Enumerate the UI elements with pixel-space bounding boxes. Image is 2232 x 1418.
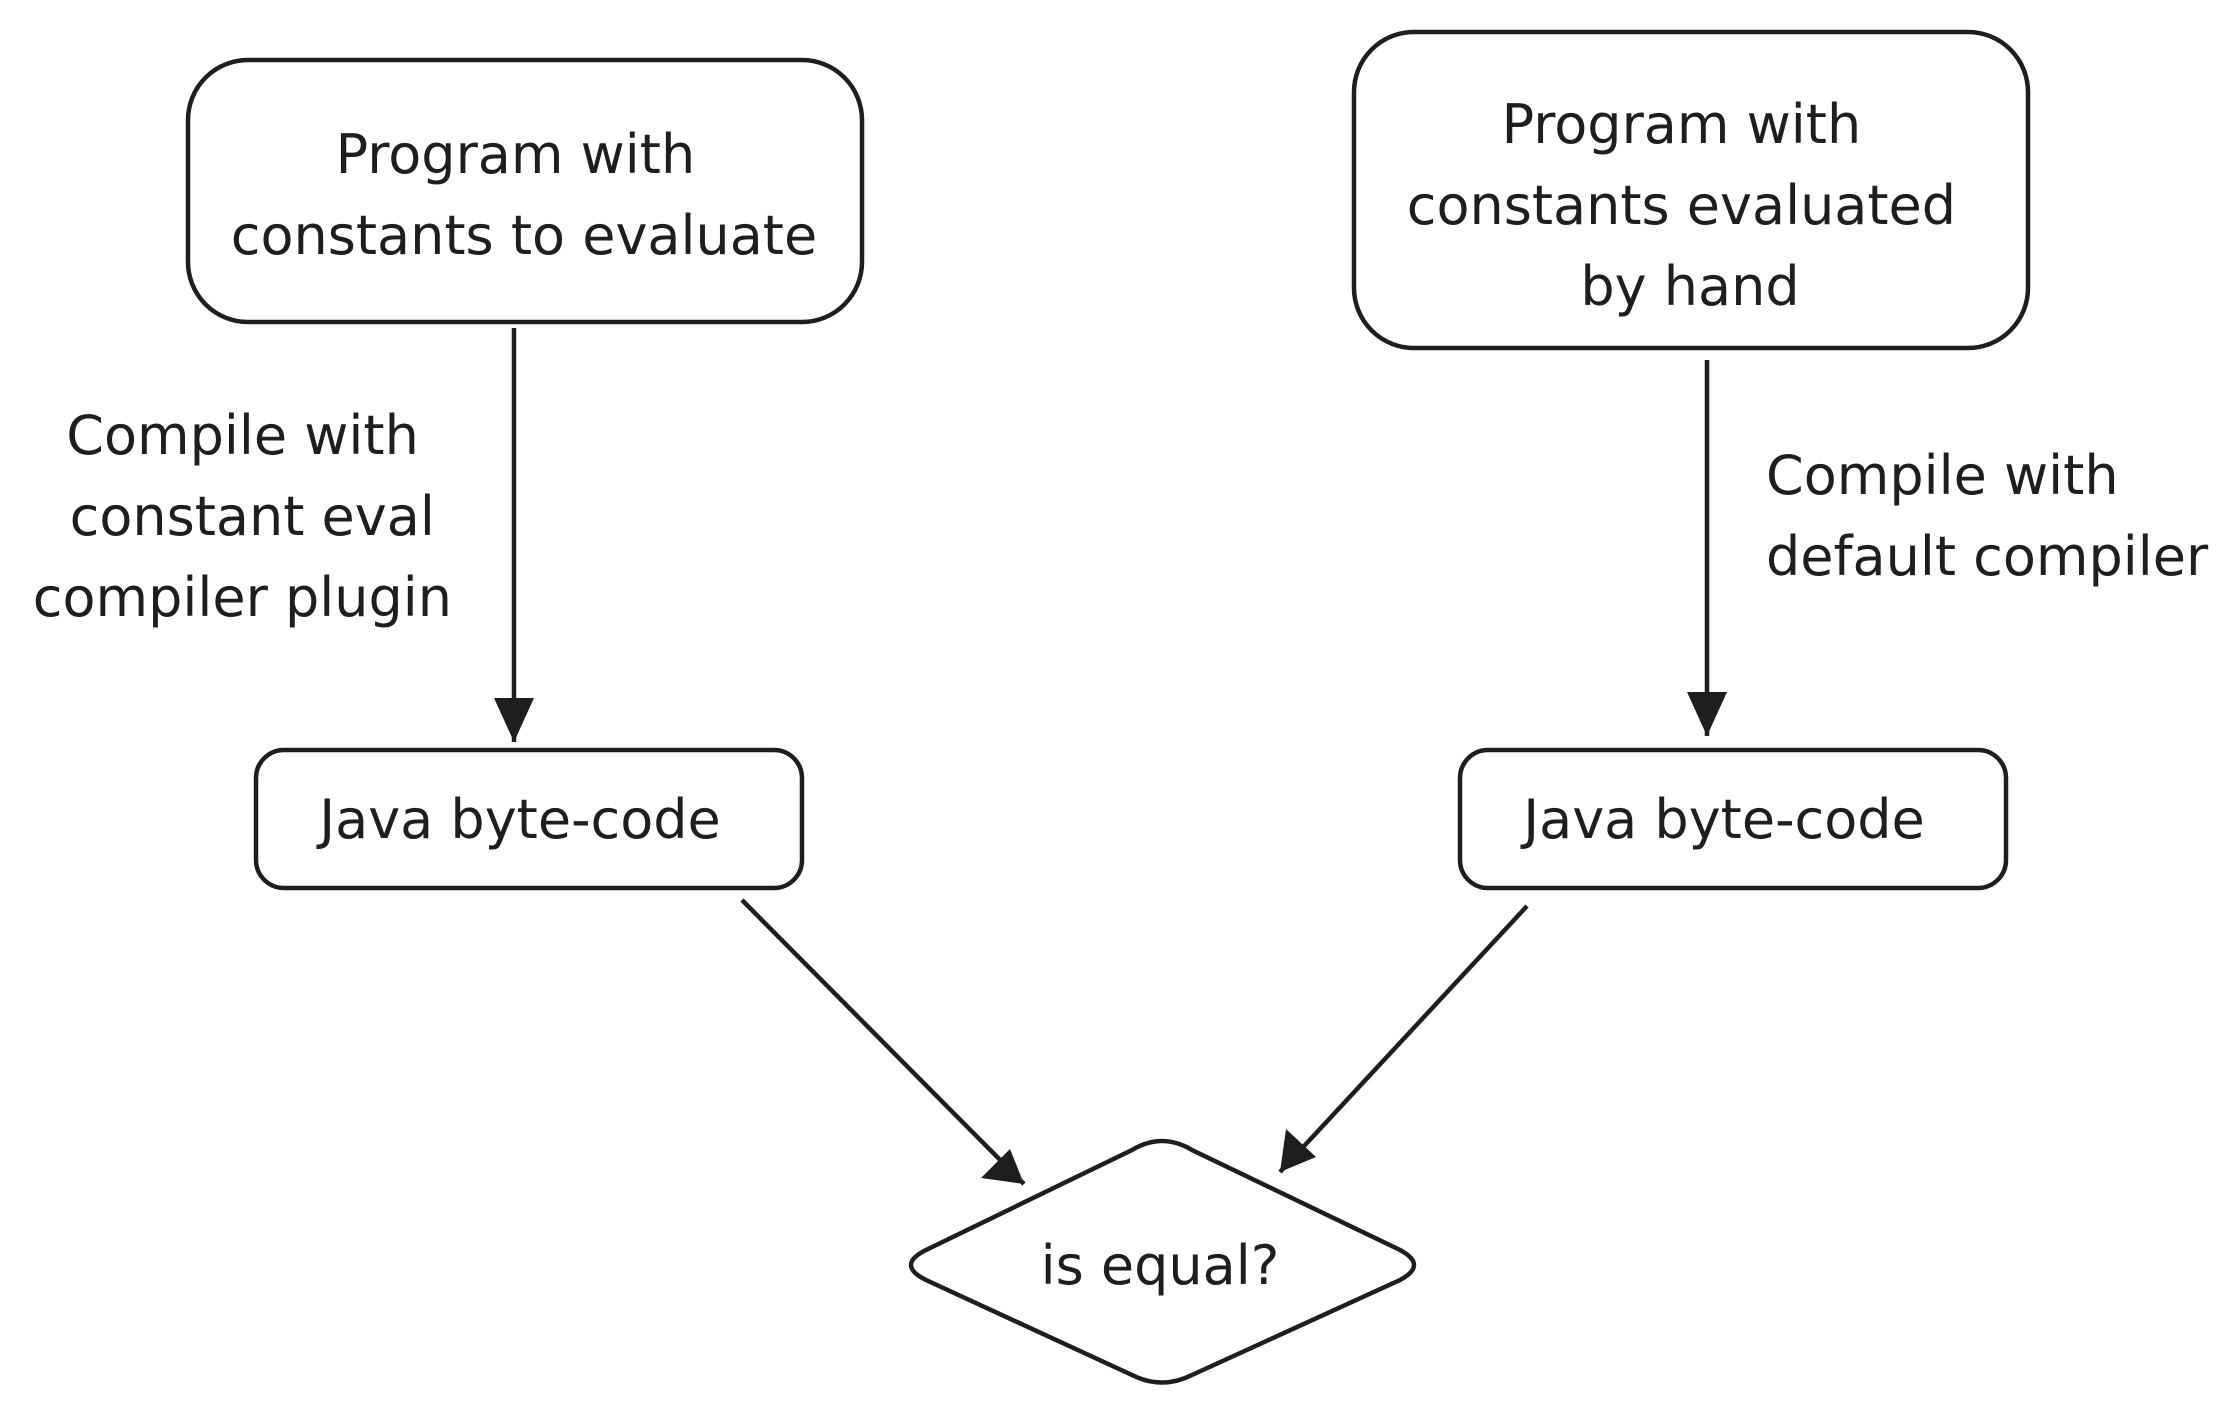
node-label-line: by hand	[1580, 255, 1799, 318]
edge-default-compile	[1687, 360, 1727, 736]
node-label-line: Program with	[1502, 93, 1862, 156]
svg-text:Program with constants t: Program with constants to evaluate	[231, 123, 817, 267]
node-label-line: Java byte-code	[316, 788, 721, 851]
node-label-line: Java byte-code	[1520, 788, 1925, 851]
arrowhead-icon	[1687, 692, 1727, 736]
edge-label-line: Compile with	[66, 404, 419, 467]
edge-right-to-equal	[1278, 904, 1529, 1174]
edge-label-compile-plugin: Compile with constant eval compiler plug…	[33, 404, 452, 629]
edge-label-line: constant eval	[70, 485, 435, 548]
arrowhead-icon	[494, 698, 534, 742]
node-is-equal-decision: is equal?	[908, 1138, 1417, 1385]
node-label-line: constants to evaluate	[231, 204, 817, 267]
node-program-with-constants-to-evaluate: Program with constants to evaluate	[185, 57, 865, 325]
node-label-line: constants evaluated	[1407, 174, 1956, 237]
svg-text:Java byte-code: Java byte-code	[316, 788, 721, 851]
edge-label-line: Compile with	[1766, 444, 2119, 507]
arrowhead-icon	[1280, 1129, 1316, 1172]
svg-text:Compile with constant ev: Compile with constant eval compiler plug…	[33, 404, 452, 629]
edge-plugin-compile	[494, 328, 534, 742]
node-label-line: Program with	[336, 123, 696, 186]
edge-label-line: default compiler	[1766, 525, 2209, 588]
node-program-with-constants-evaluated-by-hand: Program with constants evaluated by hand	[1351, 29, 2031, 351]
edge-label-compile-default: Compile with default compiler	[1766, 444, 2209, 588]
arrowhead-icon	[981, 1149, 1024, 1184]
node-java-bytecode-left: Java byte-code	[253, 747, 805, 891]
node-label-line: is equal?	[1041, 1234, 1280, 1297]
node-java-bytecode-right: Java byte-code	[1457, 747, 2009, 891]
svg-text:is equal?: is equal?	[1041, 1234, 1280, 1297]
edge-left-to-equal	[740, 898, 1026, 1186]
svg-text:Java byte-code: Java byte-code	[1520, 788, 1925, 851]
svg-text:Compile with default com: Compile with default compiler	[1766, 444, 2209, 588]
edge-label-line: compiler plugin	[33, 566, 452, 629]
svg-text:Program with constants e: Program with constants evaluated by hand	[1407, 93, 1973, 318]
